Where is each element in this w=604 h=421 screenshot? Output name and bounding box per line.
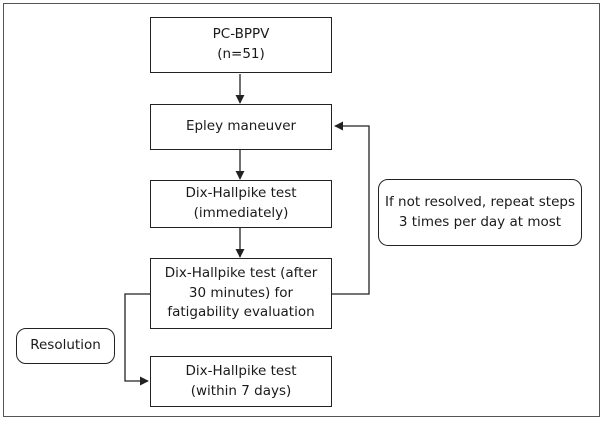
repeat-steps-note: If not resolved, repeat steps 3 times pe…: [378, 179, 582, 246]
dix-7days-line-2: (within 7 days): [190, 382, 292, 399]
dix-immediate-line-1: Dix-Hallpike test: [185, 185, 297, 202]
dix-30min-line-1: Dix-Hallpike test (after: [164, 265, 318, 282]
dix-hallpike-7days-box: Dix-Hallpike test (within 7 days): [150, 356, 332, 407]
repeat-note-line-1: If not resolved, repeat steps: [384, 193, 575, 210]
dix-hallpike-30min-box: Dix-Hallpike test (after 30 minutes) for…: [150, 258, 332, 329]
dix-immediate-line-2: (immediately): [193, 205, 289, 221]
arrow-loop-back-to-epley: [332, 121, 370, 295]
dix-30min-line-2: 30 minutes) for: [188, 284, 294, 301]
epley-box-line-1: Epley maneuver: [185, 118, 297, 135]
dix-30min-line-3: fatigability evaluation: [167, 304, 315, 321]
start-box-line-1: PC-BPPV: [212, 26, 270, 43]
resolution-note: Resolution: [16, 328, 115, 364]
arrow-dix-30min-to-dix-7days: [124, 293, 150, 386]
epley-maneuver-box: Epley maneuver: [150, 104, 332, 150]
start-box-pc-bppv: PC-BPPV (n=51): [150, 17, 332, 73]
repeat-note-line-2: 3 times per day at most: [398, 213, 562, 230]
start-box-line-2: (n=51): [217, 46, 265, 62]
dix-hallpike-immediate-box: Dix-Hallpike test (immediately): [150, 180, 332, 228]
resolution-note-line-1: Resolution: [30, 337, 101, 354]
dix-7days-line-1: Dix-Hallpike test: [185, 362, 297, 379]
